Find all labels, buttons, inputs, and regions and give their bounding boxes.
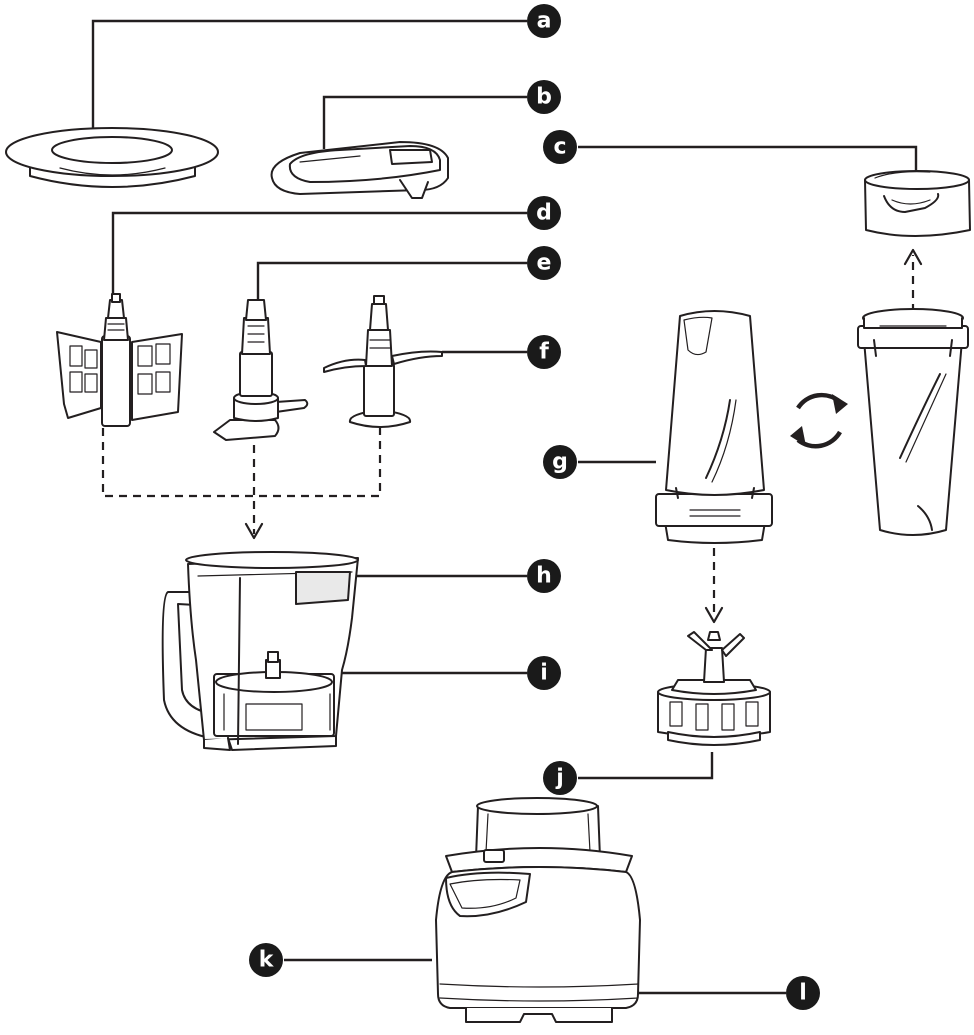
svg-text:j: j	[555, 766, 564, 791]
leader-e	[256, 261, 527, 300]
callout-j: j	[543, 761, 577, 795]
callout-b: b	[527, 80, 561, 114]
part-a-lid	[5, 127, 219, 188]
svg-text:k: k	[259, 948, 275, 973]
svg-text:c: c	[553, 135, 566, 160]
leader-d	[111, 211, 527, 300]
part-k-motor-base	[435, 797, 641, 1023]
leader-j	[578, 752, 714, 780]
leader-lines	[91, 19, 918, 995]
callout-g: g	[543, 445, 577, 479]
svg-text:a: a	[537, 9, 552, 34]
part-j-blade-assembly	[657, 631, 771, 746]
callout-f: f	[527, 335, 561, 369]
part-h-processor-bowl	[161, 551, 359, 751]
assembly-arrows	[101, 248, 923, 624]
callout-c: c	[543, 130, 577, 164]
swap-cycle-icon	[790, 392, 848, 449]
svg-text:b: b	[536, 85, 552, 110]
callout-k: k	[249, 943, 283, 977]
leader-a	[91, 19, 527, 134]
svg-text:i: i	[540, 661, 548, 686]
part-e-dough-blade	[213, 299, 309, 441]
callout-i: i	[527, 656, 561, 690]
callout-h: h	[527, 559, 561, 593]
part-b-spout-lid	[270, 141, 449, 199]
callout-e: e	[527, 246, 561, 280]
svg-text:e: e	[537, 251, 552, 276]
leader-c	[578, 145, 918, 172]
callout-l: l	[786, 976, 820, 1010]
part-c-travel-cap	[864, 170, 971, 237]
part-f-chopping-blade	[323, 295, 443, 428]
part-g-cup-alt	[857, 308, 969, 536]
callout-d: d	[527, 196, 561, 230]
callout-badges: a b c d e f g h i j k l	[249, 4, 820, 1010]
svg-text:d: d	[536, 201, 552, 226]
svg-text:h: h	[536, 564, 552, 589]
part-g-blender-cup	[655, 310, 773, 544]
svg-text:l: l	[799, 981, 807, 1006]
callout-a: a	[527, 4, 561, 38]
part-d-dough-paddle	[56, 293, 183, 427]
leader-b	[322, 95, 527, 149]
svg-text:f: f	[539, 340, 549, 365]
svg-text:g: g	[552, 450, 568, 475]
